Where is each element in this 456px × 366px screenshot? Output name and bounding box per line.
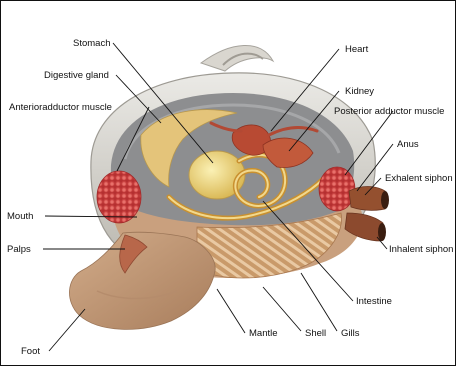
label-palps: Palps [7, 244, 31, 255]
label-foot: Foot [21, 346, 40, 357]
label-heart: Heart [345, 44, 369, 55]
label-digestive-gland: Digestive gland [44, 70, 109, 81]
exhalent-siphon [349, 187, 385, 211]
label-anus: Anus [397, 139, 419, 150]
posterior-adductor-muscle [319, 167, 355, 211]
label-shell: Shell [305, 328, 326, 339]
label-mouth: Mouth [7, 211, 33, 222]
label-stomach: Stomach [73, 38, 111, 49]
label-posterior-adductor-muscle: Posterior adductor muscle [334, 106, 444, 117]
anterior-adductor-muscle [97, 171, 141, 223]
label-inhalent-siphon: Inhalent siphon [389, 244, 453, 255]
label-gills: Gills [341, 328, 360, 339]
label-kidney: Kidney [345, 86, 374, 97]
label-anterior-adductor-muscle: Anterioradductor muscle [9, 102, 112, 113]
label-exhalent-siphon: Exhalent siphon [385, 173, 453, 184]
label-mantle: Mantle [249, 328, 278, 339]
label-intestine: Intestine [356, 296, 392, 307]
